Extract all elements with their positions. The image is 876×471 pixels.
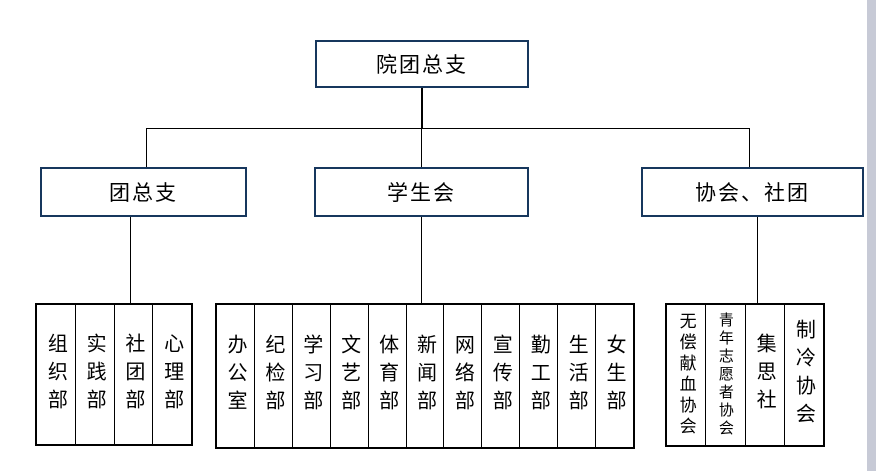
dept-cell: 办公室: [223, 334, 246, 418]
dept-cell: 组织部: [44, 332, 67, 417]
dept-group-student-union: 办公室 纪检部 学习部 文艺部 体育部 新闻部 网络部 宣传部 勤工部 生活部 …: [215, 303, 635, 449]
dept-cell: 学习部: [291, 305, 330, 447]
dept-cell: 无偿献血协会: [676, 312, 696, 438]
connector-group2-stem-line: [757, 217, 758, 303]
connector-group1-stem-line: [421, 217, 422, 303]
connector-level2-bus-line: [146, 128, 750, 129]
root-node-box: 院团总支: [315, 40, 529, 88]
dept-cell: 体育部: [367, 305, 406, 447]
dept-cell: 生活部: [557, 305, 595, 447]
connector-root-stem-line: [421, 88, 423, 128]
connector-drop-branch1-line: [421, 128, 422, 167]
dept-cell: 文艺部: [329, 305, 368, 447]
branch-label-student-union: 学生会: [387, 181, 456, 205]
connector-drop-branch2-line: [749, 128, 750, 167]
connector-drop-branch0-line: [146, 128, 147, 167]
branch-box-league: 团总支: [40, 167, 247, 217]
dept-group-league: 组织部 实践部 社团部 心理部: [35, 303, 193, 446]
dept-cell: 纪检部: [253, 305, 292, 447]
connector-group0-stem-line: [130, 217, 131, 303]
dept-cell: 集思社: [744, 305, 784, 445]
dept-cell: 社团部: [113, 305, 153, 444]
root-node-label: 院团总支: [376, 53, 468, 77]
dept-cell: 制冷协会: [783, 305, 823, 445]
branch-box-associations: 协会、社团: [641, 167, 864, 217]
dept-cell: 实践部: [74, 305, 114, 444]
dept-cell: 新闻部: [405, 305, 444, 447]
dept-cell: 心理部: [152, 305, 191, 444]
dept-cell: 网络部: [443, 305, 481, 447]
branch-label-league: 团总支: [109, 181, 178, 205]
dept-cell: 宣传部: [481, 305, 519, 447]
branch-label-associations: 协会、社团: [695, 181, 810, 205]
dept-cell: 女生部: [595, 305, 633, 447]
dept-cell: 勤工部: [519, 305, 557, 447]
dept-cell: 青年志愿者协会: [705, 305, 744, 445]
branch-box-student-union: 学生会: [314, 167, 529, 217]
right-edge-strip: [867, 0, 876, 471]
dept-group-associations: 无偿献血协会 青年志愿者协会 集思社 制冷协会: [665, 303, 825, 447]
